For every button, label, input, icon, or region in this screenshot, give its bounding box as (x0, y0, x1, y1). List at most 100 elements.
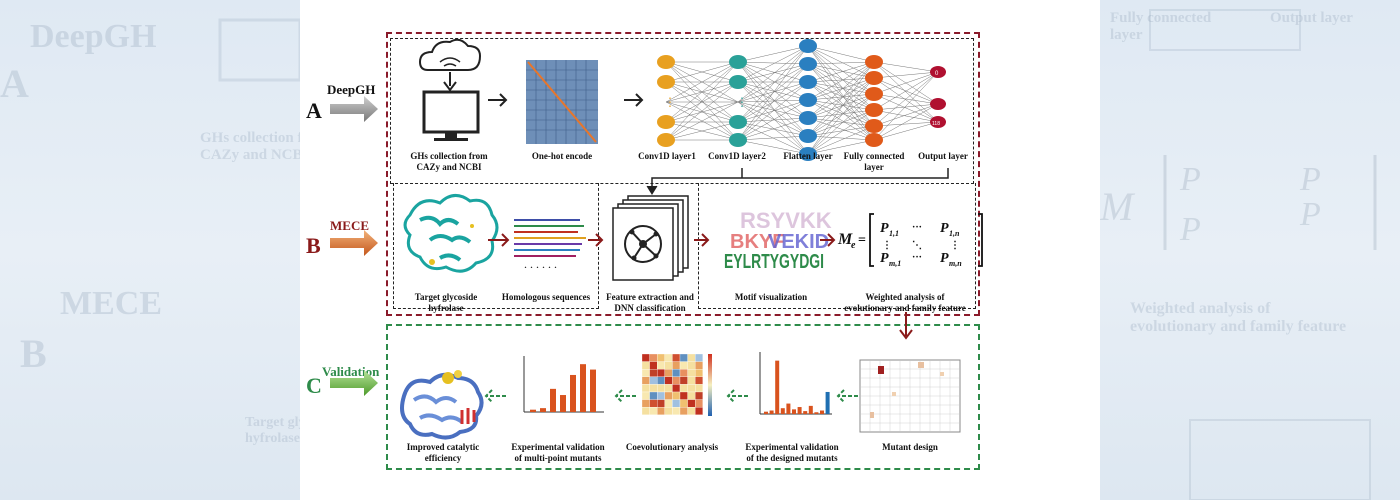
ellipsis-text: . . . . . . (524, 257, 557, 271)
nn-edge (873, 103, 939, 141)
svg-text:···: ··· (912, 222, 922, 233)
heat-cell (672, 384, 681, 393)
nn-ellipsis: ⋮ (664, 95, 676, 109)
svg-text:P: P (880, 251, 889, 266)
multipoint-chart (523, 356, 604, 413)
arrow-mece-icon (330, 230, 378, 256)
nn-edge (807, 45, 875, 95)
nn-edge (807, 61, 875, 119)
nn-edge (665, 61, 739, 141)
bar (570, 374, 576, 412)
bar (769, 410, 774, 414)
heat-cell (657, 376, 665, 385)
nn-edge (807, 93, 875, 155)
cloud-computer-icon (418, 38, 482, 141)
nn-edge (807, 61, 875, 83)
nn-edge (807, 125, 875, 137)
nn-node (799, 111, 817, 125)
heat-cell (657, 391, 665, 400)
mece-frame (386, 32, 980, 316)
heat-cell (695, 384, 703, 393)
heat-cell (649, 384, 658, 393)
svg-text:P: P (940, 221, 949, 236)
arrow-red-icon (694, 233, 710, 247)
bar (797, 407, 802, 414)
nn-edge (873, 109, 939, 123)
heat-cell (641, 369, 650, 377)
nn-edge (737, 61, 809, 119)
arrow-left-green-icon (726, 389, 748, 403)
nn-edge (807, 77, 875, 155)
nn-edge (807, 109, 875, 155)
caption-homologous: Homologous sequences (501, 292, 591, 302)
heat-cell (649, 369, 658, 377)
nn-edge (807, 93, 875, 137)
heat-cell (641, 376, 650, 385)
nn-edge (807, 99, 875, 141)
nn-edge (737, 45, 809, 123)
heat-cell (679, 369, 688, 377)
caption-line: Weighted analysis of (865, 292, 945, 302)
arrow-red-icon (488, 233, 510, 247)
bar (764, 411, 768, 414)
nn-node (729, 75, 747, 89)
caption-output: Output layer (918, 151, 968, 161)
nn-edge (873, 103, 939, 111)
nn-edge (807, 109, 875, 137)
svg-text:M: M (837, 231, 853, 248)
nn-edge (737, 135, 809, 141)
caption-line: of multi-point mutants (514, 453, 602, 463)
nn-edge (665, 61, 739, 83)
bar (560, 395, 566, 412)
nn-edge (807, 135, 875, 141)
bar (780, 408, 785, 414)
heat-cell (664, 407, 673, 415)
deepgh-frame (390, 38, 974, 184)
nn-edge (737, 139, 809, 155)
heat-cell (687, 376, 696, 385)
heat-cell (657, 384, 665, 393)
heat-cell (679, 407, 688, 415)
caption-line: DNN classification (614, 303, 686, 313)
caption-line: evolutionary and family feature (844, 303, 966, 313)
heat-cell (664, 369, 673, 377)
nn-node (729, 115, 747, 129)
nn-edge (873, 71, 939, 79)
nn-edge (807, 61, 875, 137)
feature-stack-icon (612, 195, 689, 281)
heat-cell (664, 399, 673, 408)
neural-network-diagram (665, 45, 939, 155)
nn-edge (807, 63, 875, 95)
svg-text:BKYF: BKYF (730, 231, 784, 253)
nn-edge (737, 99, 809, 103)
improved-protein-icon (400, 370, 484, 440)
output-node-label: 118 (932, 121, 940, 127)
validation-frame (386, 324, 980, 470)
panel-letter-c: C (306, 373, 322, 398)
svg-text:EYLRTYGYDGI: EYLRTYGYDGI (724, 251, 824, 273)
nn-edge (807, 77, 875, 101)
nn-edge (737, 45, 809, 83)
nn-edge (807, 45, 875, 141)
svg-text:P: P (940, 251, 949, 266)
nn-edge (807, 63, 875, 127)
bar (530, 409, 536, 412)
heat-cell (695, 376, 703, 385)
nn-node (657, 55, 675, 69)
nn-edge (665, 81, 739, 141)
mece-left-frame (393, 183, 599, 309)
nn-edge (807, 99, 875, 111)
caption-line: Fully connected (843, 151, 905, 161)
nn-edge (807, 63, 875, 79)
nn-node (729, 133, 747, 147)
connector-a-to-b (651, 168, 949, 190)
mece-right-frame (698, 183, 976, 309)
svg-text:e: e (851, 240, 856, 251)
heat-cell (641, 399, 650, 408)
heat-cell (687, 361, 696, 370)
nn-edge (807, 99, 875, 127)
nn-node (799, 39, 817, 53)
heat-cell (672, 407, 681, 415)
